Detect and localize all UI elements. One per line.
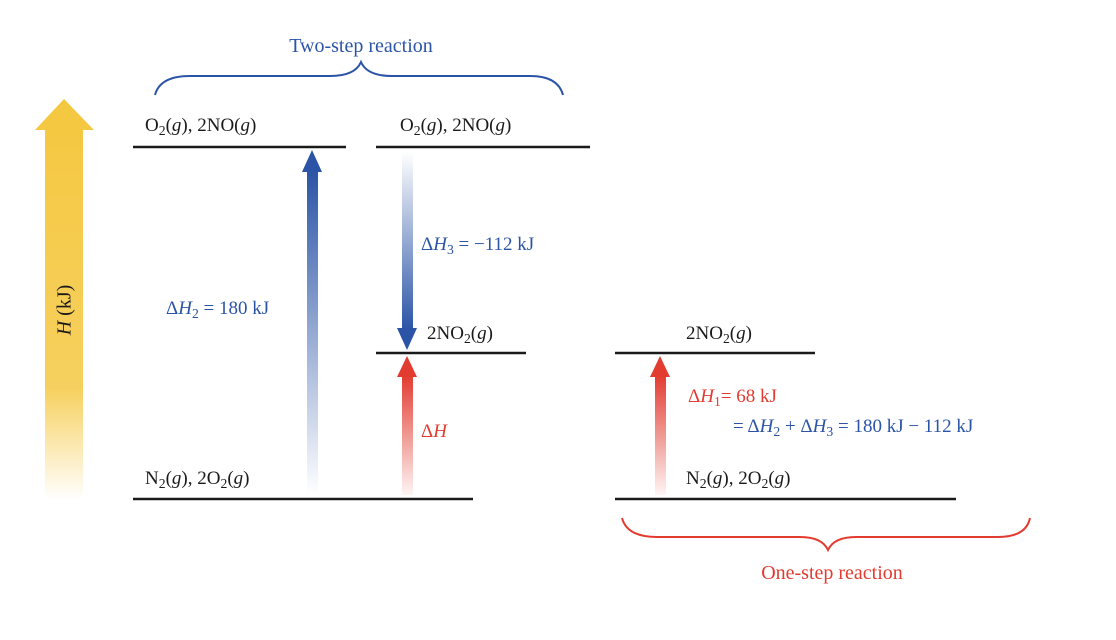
text-segment: H	[700, 386, 714, 407]
text-segment: )	[784, 468, 791, 489]
dh1-arrow	[650, 356, 670, 495]
subscript: 2	[158, 476, 166, 492]
text-segment: g	[426, 115, 437, 136]
text-segment: (	[470, 323, 478, 344]
text-segment: )	[486, 323, 493, 344]
subscript: 2	[722, 331, 730, 347]
label-bottom-left: N2(g), 2O2(g)	[145, 468, 250, 492]
text-segment: = −112 kJ	[453, 234, 535, 255]
text-segment: )	[745, 323, 752, 344]
text-segment: g	[171, 115, 182, 136]
text-segment: H	[433, 234, 447, 255]
subscript: 2	[158, 123, 166, 139]
label-bottom-right: N2(g), 2O2(g)	[686, 468, 791, 492]
text-segment: )	[243, 468, 250, 489]
text-segment: )	[505, 115, 512, 136]
dh2-arrow	[302, 150, 322, 495]
text-segment: H	[759, 416, 774, 437]
text-segment: O	[400, 115, 414, 136]
text-segment: (	[729, 323, 737, 344]
subscript: 2	[191, 306, 199, 322]
dh-arrow	[397, 356, 417, 495]
dh2-label: ΔH2 = 180 kJ	[166, 298, 270, 322]
dh3-arrow	[397, 152, 417, 350]
text-segment: (	[165, 115, 172, 136]
two-step-brace	[154, 59, 564, 96]
one-step-brace	[621, 517, 1031, 553]
subscript: 2	[463, 331, 471, 347]
text-segment: = 68 kJ	[720, 386, 777, 407]
text-segment: Δ	[421, 421, 434, 442]
dh1-sum-label: = ΔH2 + ΔH3 = 180 kJ − 112 kJ	[733, 416, 974, 440]
two-step-reaction-title: Two-step reaction	[289, 35, 433, 57]
text-segment: H	[178, 298, 192, 319]
text-segment: = 180 kJ − 112 kJ	[833, 416, 974, 437]
text-segment: g	[240, 115, 251, 136]
text-segment: g	[774, 468, 785, 489]
text-segment: Δ	[166, 298, 179, 319]
text-segment: (	[706, 468, 713, 489]
subscript: 2	[413, 123, 421, 139]
subscript: 2	[761, 476, 769, 492]
text-segment: ), 2NO(	[181, 115, 241, 136]
subscript: 2	[773, 424, 781, 440]
text-segment: g	[736, 323, 746, 344]
text-segment: ), 2O	[722, 468, 762, 489]
enthalpy-axis-arrow	[35, 99, 94, 500]
text-segment: = 180 kJ	[198, 298, 270, 319]
text-segment: ), 2NO(	[436, 115, 496, 136]
subscript: 3	[826, 424, 834, 440]
text-segment: (	[227, 468, 234, 489]
label-top-right: O2(g), 2NO(g)	[400, 115, 512, 139]
label-mid-left: 2NO2(g)	[427, 323, 493, 347]
text-segment: )	[250, 115, 257, 136]
text-segment: Δ	[421, 234, 434, 255]
text-segment: (	[768, 468, 775, 489]
dh-label: ΔH	[421, 422, 447, 441]
text-segment: = Δ	[733, 416, 760, 437]
subscript: 3	[446, 242, 454, 258]
text-segment: Δ	[688, 386, 701, 407]
text-segment: + Δ	[780, 416, 813, 437]
enthalpy-axis-label: H (kJ)	[54, 285, 77, 336]
text-segment: H	[53, 320, 76, 336]
text-segment: g	[171, 468, 182, 489]
text-segment: (	[165, 468, 172, 489]
text-segment: (kJ)	[53, 284, 76, 321]
text-segment: 2NO	[686, 323, 723, 344]
text-segment: N	[145, 468, 159, 489]
subscript: 2	[220, 476, 228, 492]
label-mid-right: 2NO2(g)	[686, 323, 752, 347]
text-segment: g	[233, 468, 244, 489]
text-segment: N	[686, 468, 700, 489]
subscript: 2	[699, 476, 707, 492]
text-segment: g	[495, 115, 506, 136]
text-segment: g	[477, 323, 487, 344]
text-segment: (	[420, 115, 427, 136]
one-step-reaction-title: One-step reaction	[761, 562, 903, 584]
dh3-label: ΔH3 = −112 kJ	[421, 234, 535, 258]
text-segment: H	[812, 416, 827, 437]
text-segment: ), 2O	[181, 468, 221, 489]
subscript: 1	[713, 394, 721, 410]
text-segment: H	[433, 421, 447, 442]
label-top-left: O2(g), 2NO(g)	[145, 115, 257, 139]
text-segment: O	[145, 115, 159, 136]
text-segment: g	[712, 468, 723, 489]
dh1-label: ΔH1= 68 kJ	[688, 386, 777, 410]
text-segment: 2NO	[427, 323, 464, 344]
